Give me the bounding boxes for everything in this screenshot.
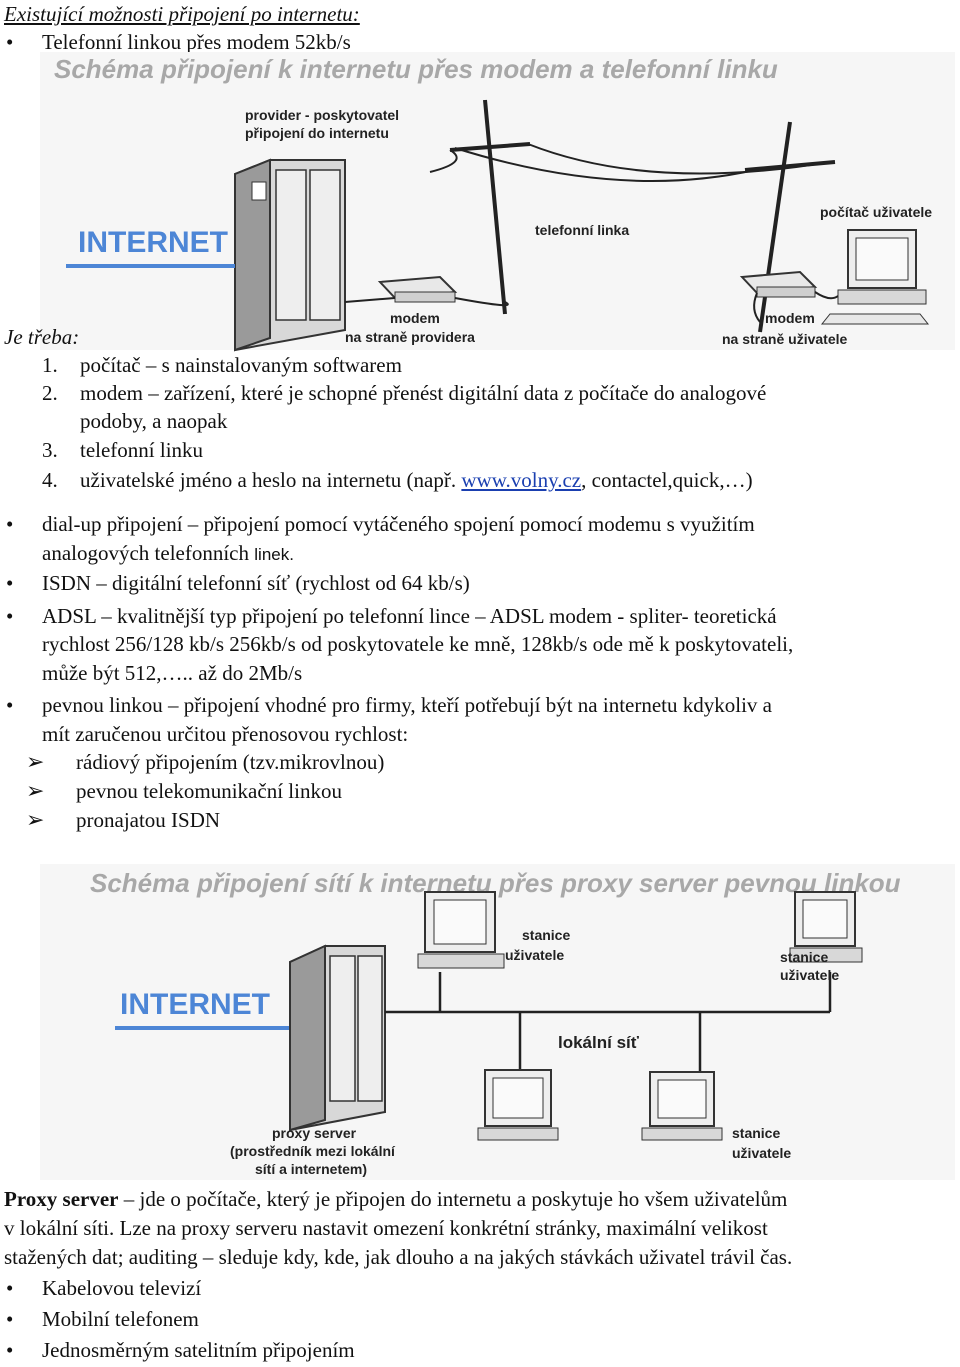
bullet-dot: • bbox=[6, 30, 14, 54]
modem-left-label-line2: na straně providera bbox=[345, 329, 475, 345]
bullet-dot: • bbox=[6, 1276, 14, 1300]
station2-label-line2: uživatele bbox=[780, 967, 839, 983]
diagram1-title: Schéma připojení k internetu přes modem … bbox=[54, 54, 778, 84]
proxy-server-icon bbox=[289, 944, 386, 1132]
provider-label-line2: připojení do internetu bbox=[245, 125, 389, 141]
proxy-paragraph-line1: Proxy server – jde o počítače, který je … bbox=[4, 1187, 788, 1211]
station1-label-line1: stanice bbox=[522, 927, 570, 943]
phone-line-label: telefonní linka bbox=[535, 222, 629, 238]
lan-cabling bbox=[385, 972, 832, 1112]
arrow-bullet-icon: ➢ bbox=[26, 807, 45, 832]
bullet-dot: • bbox=[6, 604, 14, 628]
proxy-term: Proxy server bbox=[4, 1187, 119, 1211]
provider-modem-icon bbox=[377, 275, 458, 303]
requirements-heading: Je třeba: bbox=[4, 325, 80, 349]
station1-label-line2: uživatele bbox=[505, 947, 564, 963]
internet-label: INTERNET bbox=[120, 988, 270, 1021]
bullet-dot: • bbox=[6, 512, 14, 536]
user-pc-label: počítač uživatele bbox=[820, 204, 932, 220]
lan-label: lokální síť bbox=[558, 1033, 640, 1052]
internet-label: INTERNET bbox=[78, 226, 228, 259]
volny-link[interactable]: www.volny.cz bbox=[461, 468, 582, 492]
proxy-connection-diagram: Schéma připojení sítí k internetu přes p… bbox=[40, 864, 955, 1180]
proxy-label-line3: sítí a internetem) bbox=[255, 1161, 367, 1177]
workstation-icon-2 bbox=[789, 891, 863, 963]
bullet-dot: • bbox=[6, 693, 14, 717]
arrow-bullet-icon: ➢ bbox=[26, 778, 45, 803]
station3-label-line1: stanice bbox=[732, 1125, 780, 1141]
workstation-icon-3 bbox=[477, 1069, 559, 1141]
workstation-icon-4 bbox=[641, 1071, 723, 1141]
modem-left-label-line1: modem bbox=[390, 310, 440, 326]
bullet-dot: • bbox=[6, 571, 14, 595]
proxy-paragraph-line2: v lokální síti. Lze na proxy serveru nas… bbox=[4, 1216, 768, 1240]
modem-connection-diagram: Schéma připojení k internetu přes modem … bbox=[40, 52, 955, 352]
bullet-dot: • bbox=[6, 1338, 14, 1362]
user-computer-icon bbox=[820, 229, 930, 325]
station3-label-line2: uživatele bbox=[732, 1145, 791, 1161]
modem-right-label-line2: na straně uživatele bbox=[722, 331, 847, 347]
section-heading: Existující možnosti připojení po interne… bbox=[4, 2, 360, 26]
bullet-dot: • bbox=[6, 1307, 14, 1331]
arrow-bullet-icon: ➢ bbox=[26, 749, 45, 774]
provider-label-line1: provider - poskytovatel bbox=[245, 107, 399, 123]
modem-right-label-line1: modem bbox=[765, 310, 815, 326]
provider-server-icon bbox=[234, 158, 346, 352]
workstation-icon-1 bbox=[417, 891, 505, 969]
proxy-label-line2: (prostředník mezi lokální bbox=[230, 1143, 396, 1159]
proxy-label-line1: proxy server bbox=[272, 1125, 357, 1141]
station2-label-line1: stanice bbox=[780, 949, 828, 965]
proxy-paragraph-line3: stažených dat; auditing – sleduje kdy, k… bbox=[4, 1245, 793, 1269]
